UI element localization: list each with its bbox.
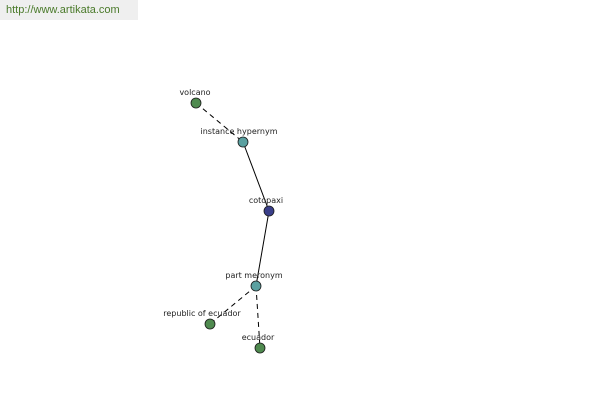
node-instance-hypernym[interactable] [237,136,249,148]
node-republic-of-ecuador[interactable] [204,318,216,330]
node-label-part-meronym: part meronym [225,271,282,280]
node-label-cotopaxi: cotopaxi [249,196,283,205]
node-part-meronym[interactable] [250,280,262,292]
node-ecuador[interactable] [254,342,266,354]
edge-volcano-to-instance-hypernym [195,102,244,143]
node-volcano[interactable] [190,97,202,109]
edge-instance-hypernym-to-cotopaxi [242,141,270,212]
watermark-link[interactable]: http://www.artikata.com [0,0,138,20]
edge-part-meronym-to-ecuador [255,285,261,349]
node-cotopaxi[interactable] [263,205,275,217]
node-label-instance-hypernym: instance hypernym [201,127,278,136]
edge-cotopaxi-to-part-meronym [255,210,270,287]
edge-part-meronym-to-republic-of-ecuador [209,285,257,325]
node-label-ecuador: ecuador [242,333,275,342]
node-label-volcano: volcano [179,88,210,97]
node-label-republic-of-ecuador: republic of ecuador [163,309,241,318]
